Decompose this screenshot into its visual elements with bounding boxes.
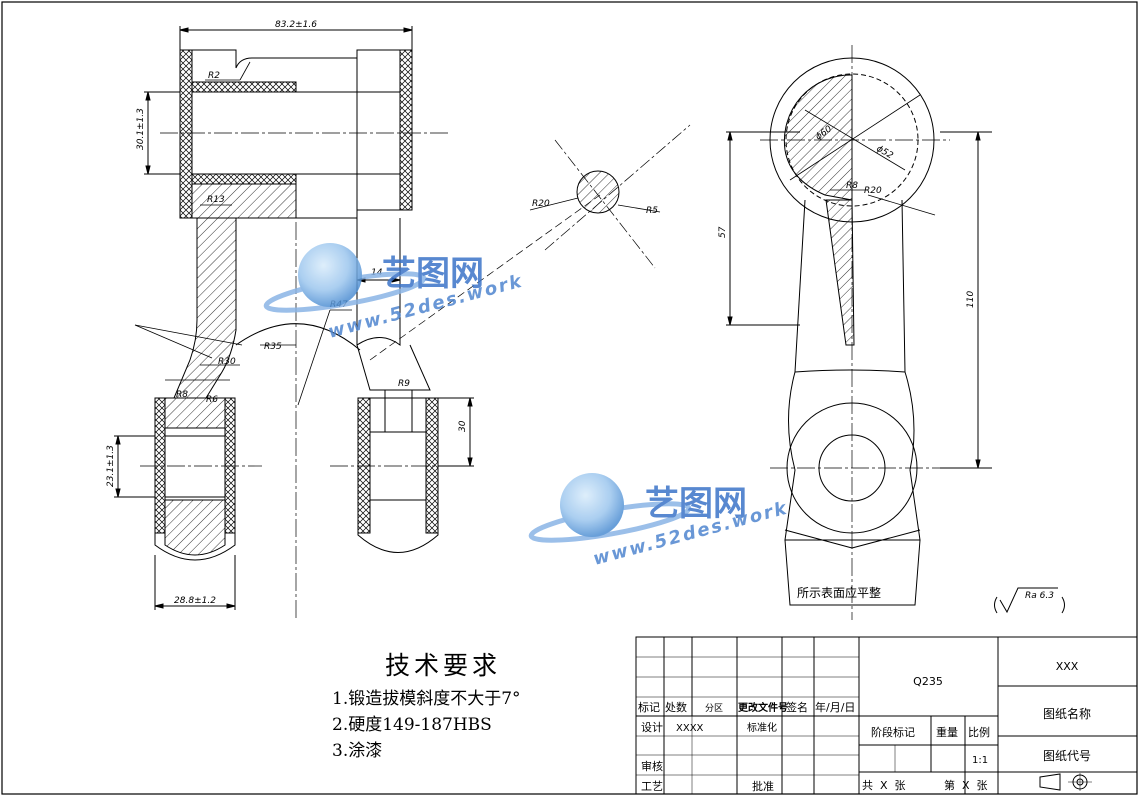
tb-date-label: 年/月/日 (815, 700, 855, 714)
tech-requirement-item: 2.硬度149-187HBS (332, 715, 492, 735)
dim-r8: R8 (176, 390, 188, 400)
watermark-logo-upper: 艺图网 (382, 254, 484, 294)
tb-count-label: 处数 (665, 701, 687, 714)
tb-change-doc-label: 更改文件号 (738, 701, 788, 714)
dim-r20-right: R20 (864, 186, 882, 196)
tb-company: XXX (1056, 660, 1079, 673)
dim-r9: R9 (398, 379, 410, 389)
tb-sign-label: 签名 (786, 700, 808, 714)
top-section-view (144, 26, 450, 620)
tech-requirement-item: 3.涂漆 (332, 741, 383, 761)
dim-57: 57 (718, 226, 728, 238)
roughness-symbol (994, 587, 1065, 614)
roughness-value: Ra 6.3 (1025, 591, 1054, 601)
dim-r13: R13 (207, 195, 225, 205)
tb-total-sheets: 共 X 张 (862, 779, 906, 792)
watermark-upper: 艺图网 www.52des.work (263, 243, 526, 343)
watermark-lower: 艺图网 www.52des.work (528, 473, 791, 570)
dim-r5: R5 (646, 206, 658, 216)
tb-review-label: 审核 (641, 759, 663, 773)
note-flat-surface: 所示表面应平整 (797, 585, 881, 600)
title-block (635, 636, 1138, 795)
tb-weight-label: 重量 (936, 725, 958, 739)
tb-design-label: 设计 (641, 721, 663, 734)
tb-material: Q235 (913, 675, 943, 688)
tb-approve-label: 批准 (752, 779, 774, 793)
lever-view (726, 45, 992, 620)
dim-r20-mid: R20 (532, 199, 550, 209)
tb-standard-label: 标准化 (747, 721, 777, 734)
dim-top-width: 83.2±1.6 (275, 20, 317, 30)
tb-stage-mark-label: 阶段标记 (871, 725, 915, 739)
tb-drawing-code: 图纸代号 (1043, 749, 1091, 763)
dim-r8-right: R8 (846, 181, 858, 191)
lower-left-boss-view (114, 397, 262, 610)
tech-requirements-title: 技术要求 (385, 651, 502, 680)
tb-scale-label: 比例 (968, 725, 990, 739)
tb-mark-label: 标记 (638, 700, 660, 714)
tech-requirement-item: 1.锻造拔模斜度不大于7° (332, 689, 521, 709)
dim-bottom-width: 28.8±1.2 (174, 596, 216, 606)
arm-section-view (134, 194, 601, 406)
dim-110: 110 (966, 291, 976, 308)
tb-designer: XXXX (676, 723, 704, 734)
tb-process-label: 工艺 (641, 780, 663, 793)
tb-sheet-no: 第 X 张 (944, 778, 988, 792)
dim-bore-height: 30.1±1.3 (136, 108, 146, 150)
section-circle-view (529, 124, 691, 269)
dim-r30: R30 (218, 357, 236, 367)
tb-scale-value: 1:1 (972, 755, 988, 766)
tb-drawing-name: 图纸名称 (1043, 706, 1091, 721)
watermark-logo-lower: 艺图网 (645, 484, 747, 524)
dim-phi52: ϕ52 (875, 144, 895, 161)
dim-small-bore: 23.1±1.3 (106, 445, 116, 487)
dim-30: 30 (458, 420, 468, 432)
dim-r35: R35 (264, 342, 282, 352)
dim-r2: R2 (208, 71, 220, 81)
tb-zone-label: 分区 (705, 703, 723, 714)
lower-middle-boss-view (330, 390, 474, 553)
